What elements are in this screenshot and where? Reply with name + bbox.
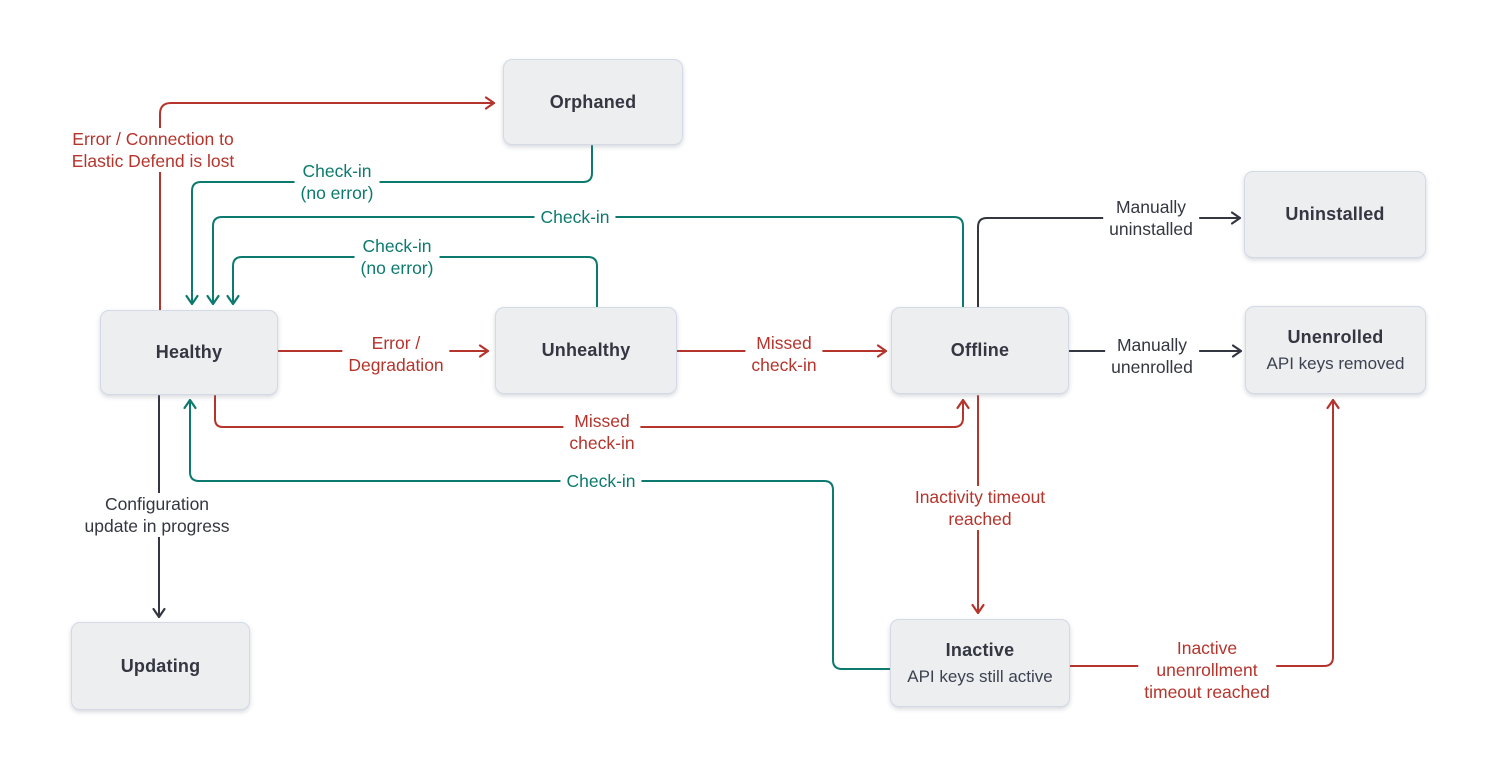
edge-label-line: Inactivity timeout (914, 487, 1046, 507)
edge-inactive-to-unenrolled (1069, 398, 1340, 667)
edge-label-line: Error / (371, 333, 421, 353)
edge-label-error-degradation: Error / Degradation (342, 332, 450, 376)
edge-label-line: Missed (756, 333, 812, 353)
node-inactive: Inactive API keys still active (890, 619, 1070, 707)
edge-label-line: Manually (1115, 197, 1187, 217)
edge-orphaned-to-healthy (185, 145, 593, 306)
edge-label-line: Check-in (362, 236, 432, 256)
edge-label-line: uninstalled (1109, 219, 1193, 239)
edge-label-missed-checkin-healthy: Missed check-in (563, 410, 641, 454)
node-unenrolled-label: Unenrolled (1287, 326, 1384, 347)
node-healthy-label: Healthy (155, 342, 223, 362)
node-unenrolled-sublabel: API keys removed (1266, 353, 1405, 373)
edge-offline-to-uninstalled (977, 211, 1242, 308)
edge-label-checkin-offline: Check-in (534, 206, 616, 228)
edge-label-line: Missed (574, 411, 630, 431)
edge-label-checkin-no-error-orphaned: Check-in (no error) (294, 160, 380, 204)
edge-label-line: Check-in (540, 207, 610, 227)
edge-label-line: Inactive (1176, 638, 1238, 658)
node-uninstalled-label: Uninstalled (1285, 204, 1385, 224)
node-inactive-label: Inactive (945, 639, 1015, 660)
edge-label-line: timeout reached (1144, 682, 1270, 702)
edge-label-configuration-update: Configuration update in progress (78, 493, 236, 537)
node-healthy: Healthy (100, 310, 278, 395)
edge-label-line: check-in (569, 433, 635, 453)
node-unhealthy-label: Unhealthy (541, 340, 631, 360)
edge-label-manually-uninstalled: Manually uninstalled (1103, 196, 1199, 240)
node-inactive-sublabel: API keys still active (907, 666, 1053, 686)
node-orphaned-label: Orphaned (549, 91, 637, 112)
edge-label-line: Elastic Defend is lost (71, 151, 235, 171)
edge-label-line: (no error) (300, 183, 374, 203)
edge-label-checkin-no-error-unhealthy: Check-in (no error) (354, 235, 440, 279)
edge-label-inactivity-timeout: Inactivity timeout reached (908, 486, 1052, 530)
node-offline-label: Offline (950, 340, 1010, 360)
node-offline: Offline (891, 307, 1069, 394)
edge-label-inactive-unenrollment-timeout: Inactive unenrollment timeout reached (1138, 637, 1276, 703)
node-unhealthy: Unhealthy (495, 307, 677, 394)
node-orphaned: Orphaned (503, 59, 683, 145)
edge-label-line: (no error) (360, 258, 434, 278)
edge-label-error-connection-lost: Error / Connection to Elastic Defend is … (65, 128, 241, 172)
edge-offline-to-healthy (206, 216, 964, 308)
edge-label-line: unenrolled (1111, 357, 1193, 377)
node-updating: Updating (71, 622, 250, 710)
edge-label-line: Configuration (104, 494, 210, 514)
edge-label-line: reached (948, 509, 1012, 529)
edge-label-line: Check-in (566, 471, 636, 491)
edge-label-line: unenrollment (1156, 660, 1258, 680)
edge-label-line: Degradation (348, 355, 444, 375)
edge-label-missed-checkin-unhealthy: Missed check-in (745, 332, 823, 376)
edge-label-manually-unenrolled: Manually unenrolled (1105, 334, 1199, 378)
edge-label-line: Manually (1116, 335, 1188, 355)
edge-healthy-to-orphaned (159, 96, 496, 311)
edge-label-line: check-in (751, 355, 817, 375)
edge-inactive-to-healthy (183, 398, 891, 670)
edge-label-line: Error / Connection to (72, 129, 234, 149)
edge-label-checkin-inactive: Check-in (560, 470, 642, 492)
node-updating-label: Updating (120, 655, 201, 676)
node-unenrolled: Unenrolled API keys removed (1245, 306, 1426, 394)
node-uninstalled: Uninstalled (1244, 171, 1426, 258)
edge-label-line: update in progress (84, 516, 230, 536)
edge-label-line: Check-in (302, 161, 372, 181)
